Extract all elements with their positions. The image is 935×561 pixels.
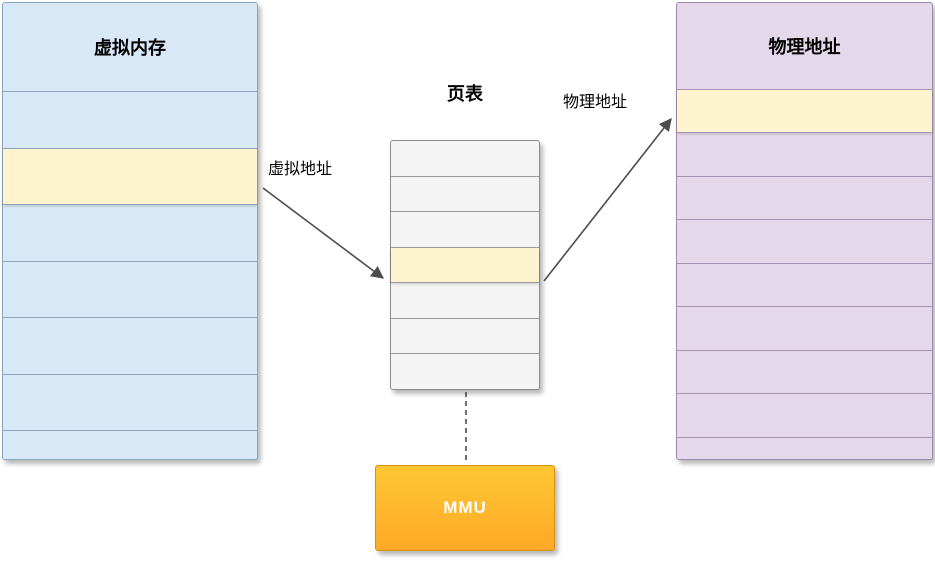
physical-memory-row xyxy=(677,175,932,219)
physical-memory-row xyxy=(677,262,932,306)
page-table-row xyxy=(391,353,539,389)
virtual-memory-row xyxy=(3,317,257,374)
virtual-memory-box: 虚拟内存 xyxy=(2,2,258,460)
physical-memory-row xyxy=(677,306,932,349)
physical-memory-row xyxy=(677,393,932,436)
page-table-row xyxy=(391,141,539,176)
virtual-memory-row xyxy=(3,91,257,148)
virtual-memory-row xyxy=(3,204,257,261)
page-table-row xyxy=(391,282,539,318)
virtual-memory-row xyxy=(3,373,257,431)
virtual-memory-row-highlight xyxy=(3,147,257,205)
physical-memory-row xyxy=(677,219,932,262)
page-table-row-highlight xyxy=(391,246,539,283)
page-table-rows xyxy=(391,141,539,389)
page-table-row xyxy=(391,317,539,354)
physical-memory-row xyxy=(677,436,932,459)
mmu-label: MMU xyxy=(443,498,487,517)
page-table-title: 页表 xyxy=(447,84,483,104)
pagetable-to-physical-arrow xyxy=(543,117,672,282)
virtual-memory-title: 虚拟内存 xyxy=(94,38,166,58)
virtual-memory-row xyxy=(3,430,257,459)
page-table-row xyxy=(391,211,539,247)
mmu-box: MMU xyxy=(375,465,555,551)
virtual-to-pagetable-arrow xyxy=(262,187,385,279)
physical-address-label: 物理地址 xyxy=(563,94,628,111)
physical-memory-row-highlight xyxy=(677,89,932,133)
virtual-address-label: 虚拟地址 xyxy=(268,161,333,178)
physical-memory-rows xyxy=(677,89,932,459)
physical-memory-box: 物理地址 xyxy=(676,2,933,460)
page-table-box xyxy=(390,140,540,390)
physical-memory-row xyxy=(677,349,932,393)
physical-memory-title: 物理地址 xyxy=(768,37,841,57)
virtual-memory-rows xyxy=(3,91,257,459)
virtual-memory-row xyxy=(3,260,257,318)
page-table-row xyxy=(391,175,539,212)
physical-memory-row xyxy=(677,132,932,175)
